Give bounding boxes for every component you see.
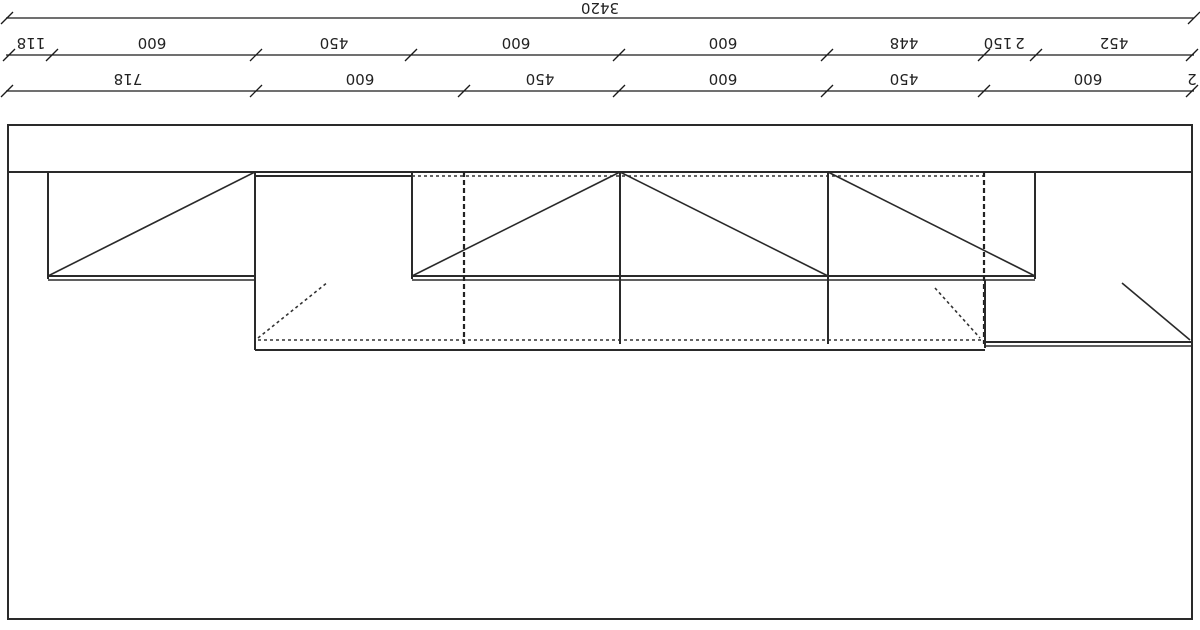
upper-dim-label: 448 (890, 34, 919, 52)
upper-tick (820, 48, 834, 62)
recess-dotted-diagonal-right (934, 287, 981, 339)
door-opening-diagonal (619, 171, 829, 277)
lower-tick (0, 84, 14, 98)
right-lower-block (984, 280, 1192, 348)
lower-tick (612, 84, 626, 98)
lower-dim-label: 600 (709, 70, 738, 88)
lower-dim-label: 450 (890, 70, 919, 88)
door-opening-diagonal (411, 171, 621, 277)
lower-dim-label: 450 (526, 70, 555, 88)
recess-dotted-diagonal-left (257, 281, 329, 339)
lower-tick (1185, 84, 1199, 98)
lower-dim-label: 600 (346, 70, 375, 88)
wall-outline (7, 124, 1193, 620)
lower-dim-label: 600 (1074, 70, 1103, 88)
door-opening-diagonal (827, 171, 1036, 277)
dimension-chain-lower: 718 600 450 600 450 600 2 (0, 70, 1199, 98)
overall-tick-right (1187, 11, 1200, 25)
recessed-block (254, 172, 985, 351)
wall-cabinet-center (411, 171, 1036, 344)
upper-dim-label: 150 (984, 34, 1013, 52)
lower-dim-label: 718 (114, 70, 143, 88)
upper-dim-label: 600 (709, 34, 738, 52)
upper-tick (977, 48, 991, 62)
upper-tick (2, 48, 16, 62)
overall-dimension: 3420 (0, 0, 1200, 25)
upper-tick (612, 48, 626, 62)
upper-tick (249, 48, 263, 62)
wall-cabinet-left (47, 171, 256, 281)
upper-dim-label: 118 (17, 34, 46, 52)
door-opening-diagonal (47, 171, 256, 277)
lower-tick (457, 84, 471, 98)
overall-tick-left (0, 11, 14, 25)
upper-dim-label: 2 (1015, 34, 1025, 52)
dimension-chain-upper: 118 600 450 600 600 448 150 2 452 (2, 34, 1199, 62)
upper-tick (45, 48, 59, 62)
upper-dim-label: 600 (138, 34, 167, 52)
lower-dim-label: 2 (1187, 70, 1197, 88)
upper-tick (404, 48, 418, 62)
lower-tick (249, 84, 263, 98)
upper-dim-label: 600 (502, 34, 531, 52)
upper-dim-label: 450 (320, 34, 349, 52)
lower-tick (977, 84, 991, 98)
upper-tick (1185, 48, 1199, 62)
upper-tick (1029, 48, 1043, 62)
lower-tick (820, 84, 834, 98)
upper-dim-label: 452 (1100, 34, 1129, 52)
overall-dimension-label: 3420 (581, 0, 619, 17)
door-opening-diagonal (1121, 282, 1191, 341)
